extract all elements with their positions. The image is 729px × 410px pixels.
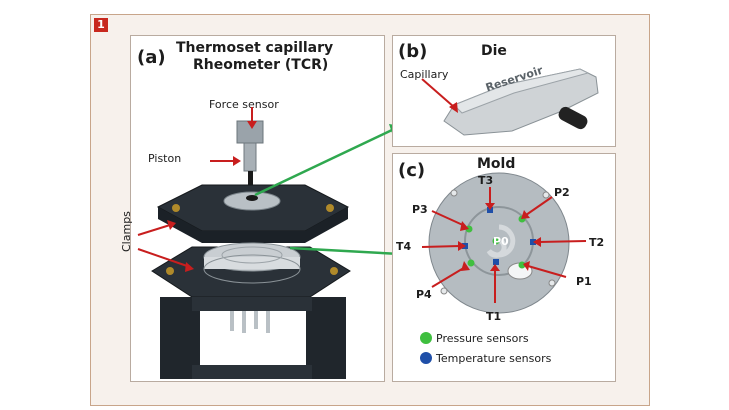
mold-plate: [428, 172, 570, 314]
capillary-label: Capillary: [400, 68, 449, 81]
panel-c-title: Mold: [477, 156, 516, 172]
panel-b-letter: (b): [398, 41, 428, 62]
sensor-label-p2: P2: [554, 186, 570, 199]
panel-a-title-line2: Rheometer (TCR): [193, 57, 329, 73]
tcr-rheometer-illustration: [137, 107, 351, 379]
die-handle: [558, 106, 588, 130]
panel-c-letter: (c): [398, 160, 426, 181]
temperature-sensor-t1: [493, 259, 499, 265]
pressure-sensor-p0: [492, 237, 500, 245]
panel-b-title: Die: [481, 43, 507, 59]
die-illustration: [421, 68, 599, 136]
sensor-label-p4: P4: [416, 288, 432, 301]
legend-pressure-label: Pressure sensors: [436, 332, 529, 345]
pressure-sensor-p4: [467, 259, 475, 267]
legend-temperature-marker: [420, 352, 432, 364]
pressure-sensor-p1: [518, 261, 526, 269]
piston-label: Piston: [148, 152, 182, 165]
sensor-label-p3: P3: [412, 203, 428, 216]
legend-pressure-marker: [420, 332, 432, 344]
legend-temperature-label: Temperature sensors: [436, 352, 552, 365]
sensor-label-p1: P1: [576, 275, 592, 288]
sensor-label-t3: T3: [478, 174, 494, 187]
panel-a-title-line1: Thermoset capillary: [176, 40, 334, 56]
sensor-label-t1: T1: [486, 310, 502, 323]
mold-illustration: [420, 172, 587, 364]
force-sensor-label: Force sensor: [209, 98, 279, 111]
sensor-label-t2: T2: [589, 236, 605, 249]
sensor-label-p0: P0: [493, 235, 509, 248]
figure-number-badge: 1: [94, 18, 108, 32]
panel-a-letter: (a): [137, 47, 166, 68]
sensor-label-t4: T4: [396, 240, 412, 253]
